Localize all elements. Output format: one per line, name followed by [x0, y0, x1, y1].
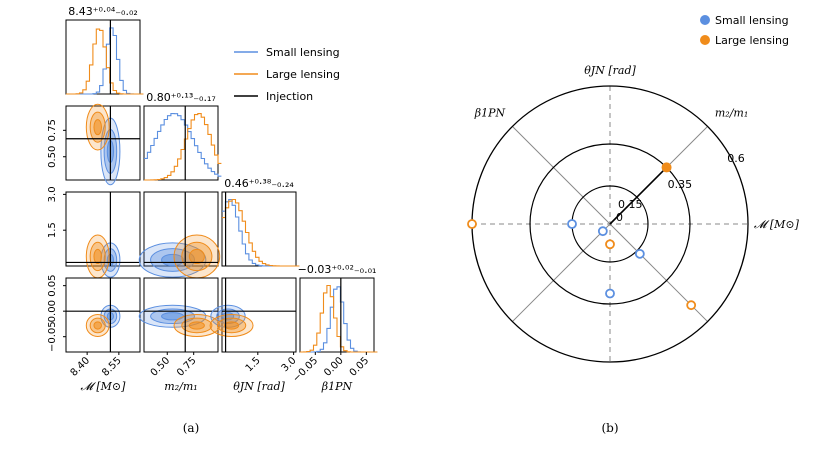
xtick-label: 0.05	[348, 355, 372, 379]
xtick-label: 1.5	[244, 355, 263, 374]
xtick-label: −0.05	[291, 355, 320, 384]
hist-small	[66, 27, 144, 95]
cell-frame	[143, 105, 219, 181]
ring-label-2: 0.35	[668, 178, 693, 191]
cell-frame	[65, 105, 141, 181]
axis-label-upper-left: β1PN	[474, 106, 506, 119]
cell-frame	[143, 191, 219, 267]
corner-cell-q-beta	[138, 277, 221, 353]
axis-label-horizontal: 𝓜 [M⊙]	[754, 218, 800, 231]
corner-cell-q-theta	[138, 191, 221, 279]
ytick-label: 3.0	[47, 186, 58, 202]
highlight-spoke	[609, 166, 668, 225]
hist-large	[66, 28, 144, 95]
ytick-label: 0.50	[47, 146, 58, 168]
point-3	[634, 248, 645, 259]
spoke-225	[512, 223, 611, 322]
hist-small	[300, 286, 378, 353]
point-7	[686, 300, 697, 311]
summary-q: 0.80⁺⁰·¹³₋₀.₁₇	[146, 91, 216, 104]
legend-large-label: Large lensing	[266, 68, 340, 81]
summary-theta: 0.46⁺⁰·³⁸₋₀.₂₄	[224, 177, 294, 190]
legend-small-label: Small lensing	[266, 46, 340, 59]
corner-cell-mc-mc	[65, 19, 144, 95]
contour-large	[93, 321, 102, 330]
corner-plot: 8.43⁺⁰·⁰⁴₋₀.₀₂0.80⁺⁰·¹³₋₀.₁₇0.500.750.46…	[47, 5, 378, 393]
contour-large	[93, 119, 102, 136]
contour-large	[188, 248, 205, 265]
contour-large	[188, 321, 205, 330]
ytick-label: 1.5	[47, 222, 58, 238]
ring-label-0: 0	[616, 211, 623, 224]
hist-small	[222, 199, 300, 267]
point-5	[467, 219, 477, 229]
axis-label-vertical: θJN [rad]	[584, 64, 636, 77]
xtick-label: 0.50	[149, 355, 173, 379]
corner-cell-beta-beta	[299, 277, 378, 353]
polar-legend: Small lensing Large lensing	[700, 14, 789, 47]
cell-frame	[143, 277, 219, 353]
panel-label-b: (b)	[601, 421, 618, 435]
cell-frame	[299, 277, 375, 353]
cell-frame	[221, 277, 297, 353]
ring-1	[529, 143, 691, 305]
point-4	[661, 162, 672, 173]
contour-large	[93, 248, 102, 265]
corner-cell-theta-theta	[221, 191, 300, 267]
hist-large	[144, 113, 222, 181]
point-2	[605, 288, 615, 299]
contour-large	[223, 321, 240, 330]
cell-frame	[65, 19, 141, 95]
corner-cell-q-q	[143, 105, 222, 181]
xtick-label: 8.55	[100, 355, 124, 379]
axis-label-upper-right: m₂/m₁	[715, 106, 748, 119]
polar-legend-small: Small lensing	[715, 14, 789, 27]
axis-label-mc: 𝓜 [M⊙]	[81, 380, 127, 393]
xtick-label: 0.75	[175, 355, 199, 379]
hist-large	[300, 284, 378, 353]
corner-cell-mc-q	[65, 103, 141, 186]
axis-label-q: m₂/m₁	[164, 380, 197, 393]
ytick-label: 0.00	[47, 300, 58, 322]
ytick-label: 0.75	[47, 119, 58, 141]
corner-cell-mc-beta	[65, 277, 141, 353]
corner-legend: Small lensing Large lensing Injection	[234, 46, 340, 103]
point-6	[605, 239, 615, 250]
summary-mc: 8.43⁺⁰·⁰⁴₋₀.₀₂	[68, 5, 138, 18]
cell-frame	[221, 191, 297, 267]
legend-injection-label: Injection	[266, 90, 313, 103]
ytick-label: 0.05	[47, 275, 58, 297]
legend-marker-large	[700, 35, 710, 45]
corner-cell-mc-theta	[65, 191, 141, 279]
panel-label-a: (a)	[183, 421, 200, 435]
legend-marker-small	[700, 15, 710, 25]
summary-beta: −0.03⁺⁰·⁰²₋₀.₀₁	[298, 263, 377, 276]
axis-label-beta: β1PN	[321, 380, 353, 393]
cell-frame	[65, 277, 141, 353]
point-1	[597, 226, 608, 237]
polar-legend-large: Large lensing	[715, 34, 789, 47]
point-0	[567, 219, 577, 229]
spoke-135	[512, 126, 611, 225]
xtick-label: 8.40	[69, 355, 93, 379]
ring-label-3: 0.6	[727, 152, 745, 165]
ytick-label: −0.05	[47, 321, 58, 352]
corner-cell-theta-beta	[209, 277, 297, 353]
xtick-label: 0.00	[322, 355, 346, 379]
axis-label-theta: θJN [rad]	[233, 380, 285, 393]
hist-large	[222, 198, 300, 267]
hist-small	[144, 113, 222, 177]
